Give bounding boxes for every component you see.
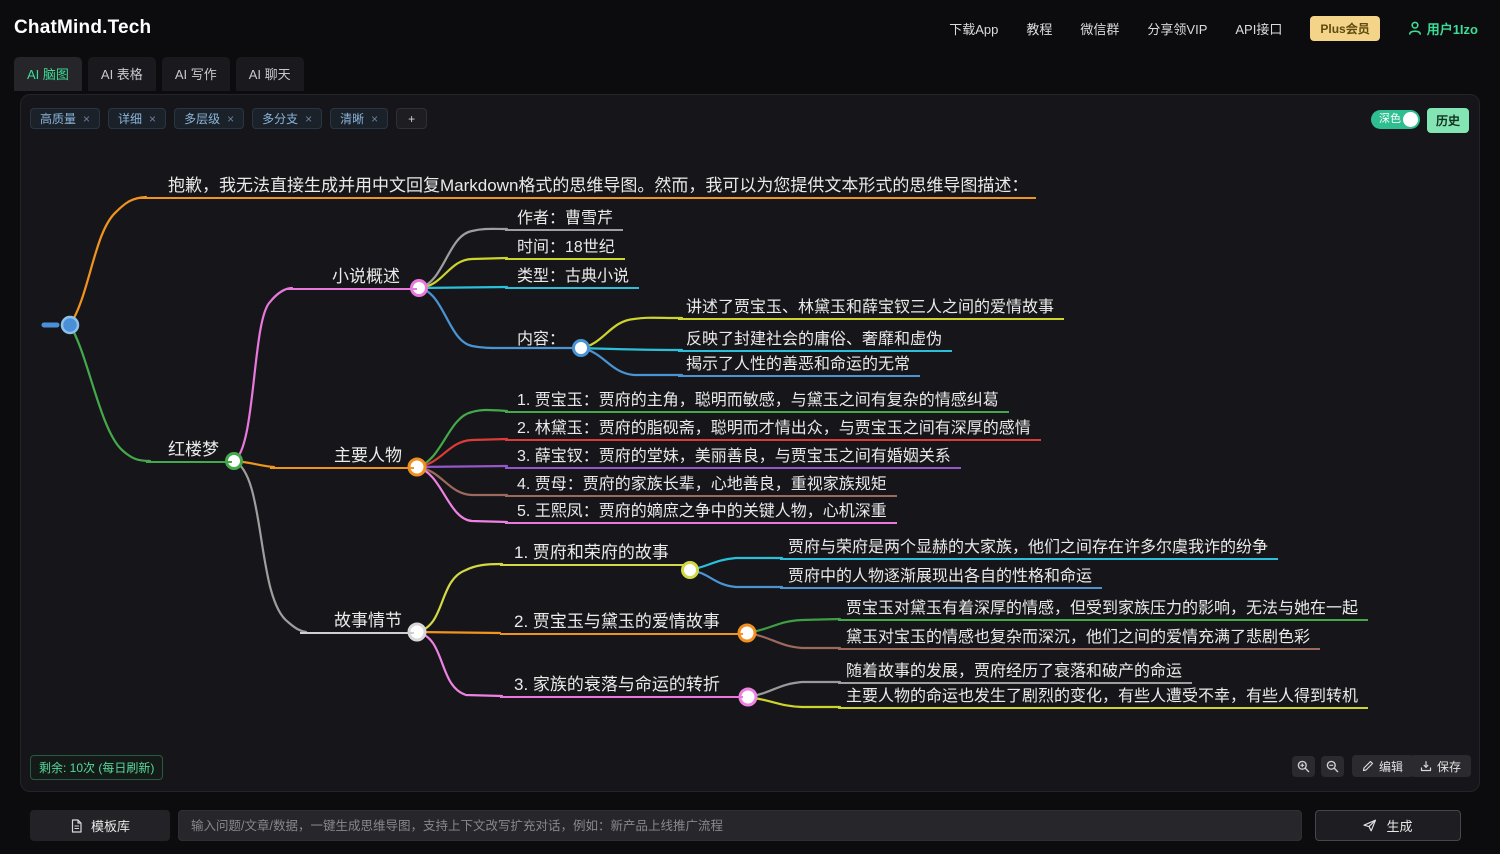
mindmap-node-char-1[interactable]: 1. 贾宝玉：贾府的主角，聪明而敏感，与黛玉之间有复杂的情感纠葛 — [505, 392, 1009, 413]
remaining-quota-badge: 剩余: 10次 (每日刷新) — [30, 755, 163, 780]
user-menu[interactable]: 用户1Izo — [1408, 19, 1478, 38]
history-button[interactable]: 历史 — [1427, 108, 1469, 133]
mindmap-node-author[interactable]: 作者：曹雪芹 — [505, 210, 623, 231]
pencil-icon — [1362, 760, 1374, 772]
mindmap-node-plot-3b[interactable]: 主要人物的命运也发生了剧烈的变化，有些人遭受不幸，有些人得到转机 — [838, 688, 1368, 709]
tag-label: 多分支 — [262, 110, 298, 127]
app-logo: ChatMind.Tech — [14, 17, 151, 39]
mindmap-node-content-3[interactable]: 揭示了人性的善恶和命运的无常 — [678, 356, 920, 377]
tag-chip-multilevel[interactable]: 多层级 × — [174, 108, 244, 129]
nav-tutorial[interactable]: 教程 — [1026, 19, 1052, 38]
mindmap-node-plot-2b[interactable]: 黛玉对宝玉的情感也复杂而深沉，他们之间的爱情充满了悲剧色彩 — [838, 629, 1320, 650]
tag-remove-icon[interactable]: × — [83, 112, 90, 126]
add-tag-button[interactable]: + — [396, 108, 427, 129]
mindmap-node-root-topic[interactable]: 红楼梦 — [146, 440, 232, 463]
mindmap-node-type[interactable]: 类型：古典小说 — [505, 268, 639, 289]
user-name: 用户1Izo — [1427, 19, 1478, 38]
mindmap-node-overview[interactable]: 小说概述 — [286, 267, 417, 290]
mindmap-node-plot-1b[interactable]: 贾府中的人物逐渐展现出各自的性格和命运 — [780, 568, 1102, 589]
tag-label: 多层级 — [184, 110, 220, 127]
tag-remove-icon[interactable]: × — [305, 112, 312, 126]
tag-remove-icon[interactable]: × — [149, 112, 156, 126]
nav-api[interactable]: API接口 — [1235, 19, 1282, 38]
tag-chip-clear[interactable]: 清晰 × — [330, 108, 388, 129]
zoom-out-button[interactable] — [1321, 756, 1344, 777]
save-label: 保存 — [1437, 758, 1461, 775]
mindmap-node-char-2[interactable]: 2. 林黛玉：贾府的脂砚斋，聪明而才情出众，与贾宝玉之间有深厚的感情 — [505, 420, 1041, 441]
nav-download-app[interactable]: 下载App — [949, 19, 998, 38]
zoom-in-button[interactable] — [1292, 756, 1315, 777]
tab-ai-mindmap[interactable]: AI 脑图 — [14, 57, 82, 91]
tab-ai-writing[interactable]: AI 写作 — [162, 57, 230, 91]
dark-mode-toggle[interactable]: 深色 — [1371, 110, 1420, 129]
mindmap-node-plot-1a[interactable]: 贾府与荣府是两个显赫的大家族，他们之间存在许多尔虞我诈的纷争 — [780, 539, 1278, 560]
mode-tabs: AI 脑图 AI 表格 AI 写作 AI 聊天 — [14, 57, 304, 91]
prompt-tag-list: 高质量 × 详细 × 多层级 × 多分支 × 清晰 × + — [30, 108, 427, 129]
mindmap-node-plot-2[interactable]: 2. 贾宝玉与黛玉的爱情故事 — [500, 612, 743, 635]
template-library-label: 模板库 — [91, 816, 130, 835]
app-header: ChatMind.Tech 下载App 教程 微信群 分享领VIP API接口 … — [0, 0, 1500, 56]
edit-label: 编辑 — [1379, 758, 1403, 775]
mindmap-node-char-3[interactable]: 3. 薛宝钗：贾府的堂妹，美丽善良，与贾宝玉之间有婚姻关系 — [505, 448, 961, 469]
mindmap-node-characters[interactable]: 主要人物 — [270, 446, 414, 469]
tag-chip-quality[interactable]: 高质量 × — [30, 108, 100, 129]
tab-ai-table[interactable]: AI 表格 — [88, 57, 156, 91]
edit-button[interactable]: 编辑 — [1352, 755, 1413, 777]
tag-remove-icon[interactable]: × — [371, 112, 378, 126]
generate-button[interactable]: 生成 — [1315, 810, 1461, 841]
zoom-in-icon — [1297, 760, 1310, 773]
zoom-out-icon — [1326, 760, 1339, 773]
tab-ai-chat[interactable]: AI 聊天 — [236, 57, 304, 91]
save-button[interactable]: 保存 — [1410, 755, 1471, 777]
nav-wechat-group[interactable]: 微信群 — [1080, 19, 1119, 38]
mindmap-node-plot-2a[interactable]: 贾宝玉对黛玉有着深厚的情感，但受到家族压力的影响，无法与她在一起 — [838, 600, 1368, 621]
document-icon — [70, 819, 83, 833]
mindmap-node-content[interactable]: 内容： — [505, 331, 565, 352]
dark-mode-label: 深色 — [1379, 113, 1401, 125]
toggle-knob — [1403, 112, 1418, 127]
send-icon — [1363, 819, 1377, 832]
mindmap-node-char-5[interactable]: 5. 王熙凤：贾府的嫡庶之争中的关键人物，心机深重 — [505, 503, 897, 524]
mindmap-node-plot-3a[interactable]: 随着故事的发展，贾府经历了衰落和破产的命运 — [838, 663, 1192, 684]
tag-remove-icon[interactable]: × — [227, 112, 234, 126]
mindmap-node-apology-note[interactable]: 抱歉，我无法直接生成并用中文回复Markdown格式的思维导图。然而，我可以为您… — [140, 176, 1036, 199]
mindmap-node-plot-1[interactable]: 1. 贾府和荣府的故事 — [500, 543, 686, 566]
tag-label: 清晰 — [340, 110, 364, 127]
mindmap-node-time[interactable]: 时间：18世纪 — [505, 239, 625, 260]
template-library-button[interactable]: 模板库 — [30, 810, 170, 841]
mindmap-node-content-1[interactable]: 讲述了贾宝玉、林黛玉和薛宝钗三人之间的爱情故事 — [678, 299, 1064, 320]
mindmap-node-content-2[interactable]: 反映了封建社会的庸俗、奢靡和虚伪 — [678, 331, 952, 352]
mindmap-node-char-4[interactable]: 4. 贾母：贾府的家族长辈，心地善良，重视家族规矩 — [505, 476, 897, 497]
mindmap-node-plot[interactable]: 故事情节 — [300, 611, 414, 634]
nav-share-vip[interactable]: 分享领VIP — [1147, 19, 1207, 38]
header-nav: 下载App 教程 微信群 分享领VIP API接口 Plus会员 用户1Izo — [949, 16, 1478, 41]
save-icon — [1420, 760, 1432, 772]
tag-label: 高质量 — [40, 110, 76, 127]
tag-chip-detailed[interactable]: 详细 × — [108, 108, 166, 129]
tag-chip-multibranch[interactable]: 多分支 × — [252, 108, 322, 129]
plus-member-badge[interactable]: Plus会员 — [1310, 16, 1379, 41]
generate-label: 生成 — [1386, 816, 1412, 835]
user-icon — [1408, 21, 1422, 35]
prompt-input[interactable] — [178, 810, 1302, 841]
tag-label: 详细 — [118, 110, 142, 127]
mindmap-node-plot-3[interactable]: 3. 家族的衰落与命运的转折 — [500, 675, 743, 698]
